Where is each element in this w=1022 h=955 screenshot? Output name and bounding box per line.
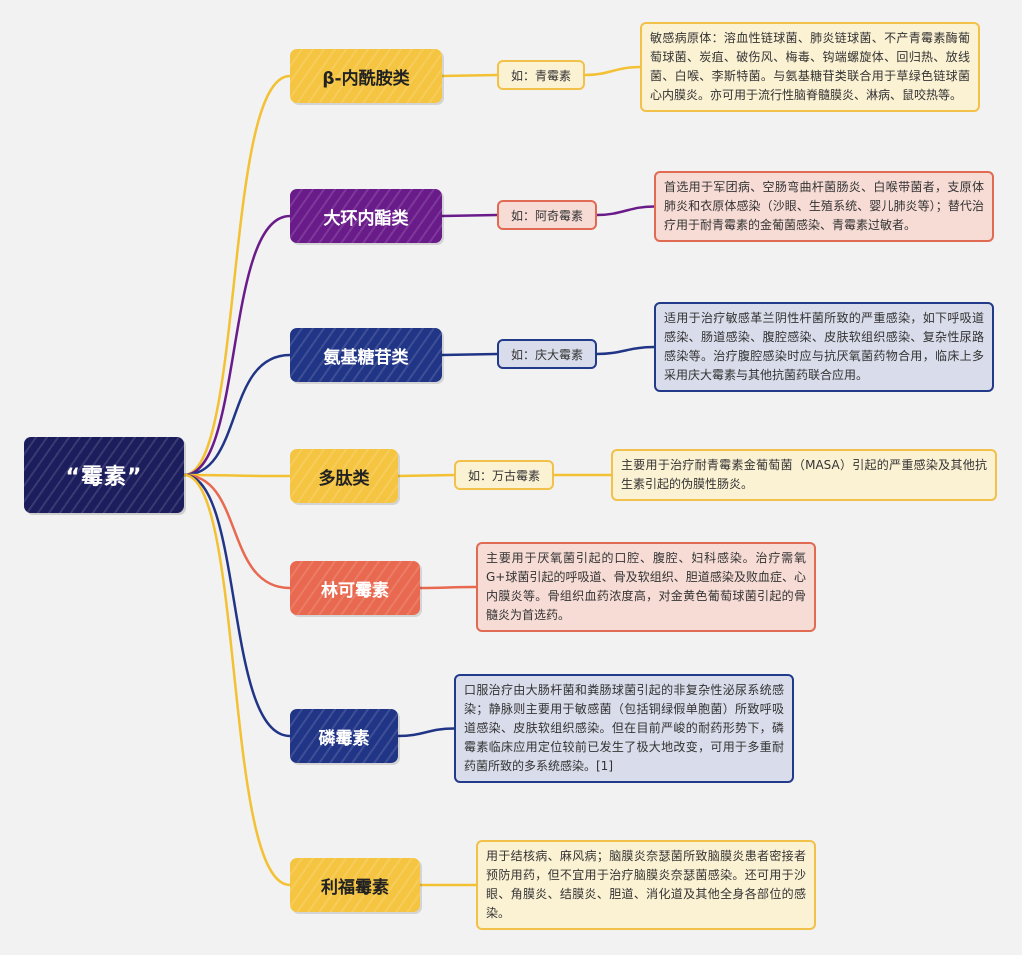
- example-gentamicin[interactable]: 如：庆大霉素: [497, 339, 597, 369]
- connector-root-polypeptide: [182, 473, 292, 478]
- desc-fosfomycin: 口服治疗由大肠杆菌和粪肠球菌引起的非复杂性泌尿系统感染；静脉则主要用于敏感菌（包…: [454, 674, 794, 783]
- connector-example-desc-beta-lactam: [583, 65, 642, 77]
- connector-branch-example-aminoglycoside: [440, 352, 499, 357]
- branch-macrolide[interactable]: 大环内酯类: [290, 189, 442, 243]
- connector-example-desc-macrolide: [595, 205, 656, 217]
- branch-lincomycin[interactable]: 林可霉素: [290, 561, 420, 615]
- root-node[interactable]: “霉素”: [24, 437, 184, 513]
- branch-rifamycin[interactable]: 利福霉素: [290, 858, 420, 912]
- example-penicillin[interactable]: 如：青霉素: [497, 60, 585, 90]
- connector-branch-example-macrolide: [440, 213, 499, 218]
- desc-lincomycin: 主要用于厌氧菌引起的口腔、腹腔、妇科感染。治疗需氧G+球菌引起的呼吸道、骨及软组…: [476, 542, 816, 632]
- connector-root-fosfomycin: [182, 473, 292, 738]
- connector-branch-example-beta-lactam: [440, 73, 499, 78]
- branch-polypeptide[interactable]: 多肽类: [290, 449, 398, 503]
- branch-aminoglycoside[interactable]: 氨基糖苷类: [290, 328, 442, 382]
- desc-rifamycin: 用于结核病、麻风病；脑膜炎奈瑟菌所致脑膜炎患者密接者预防用药，但不宜用于治疗脑膜…: [476, 840, 816, 930]
- connector-branch-desc-fosfomycin: [396, 727, 456, 738]
- connector-root-beta-lactam: [182, 74, 292, 477]
- connector-branch-example-polypeptide: [396, 473, 456, 478]
- connector-root-rifamycin: [182, 473, 292, 887]
- example-azithromycin[interactable]: 如：阿奇霉素: [497, 200, 597, 230]
- connector-root-lincomycin: [182, 473, 292, 590]
- connector-root-aminoglycoside: [182, 353, 292, 477]
- branch-beta-lactam[interactable]: β-内酰胺类: [290, 49, 442, 103]
- desc-macrolide: 首选用于军团病、空肠弯曲杆菌肠炎、白喉带菌者，支原体肺炎和衣原体感染（沙眼、生殖…: [654, 171, 994, 242]
- example-vancomycin[interactable]: 如：万古霉素: [454, 460, 554, 490]
- connector-example-desc-aminoglycoside: [595, 345, 656, 356]
- branch-fosfomycin[interactable]: 磷霉素: [290, 709, 398, 763]
- desc-aminoglycoside: 适用于治疗敏感革兰阴性杆菌所致的严重感染，如下呼吸道感染、肠道感染、腹腔感染、皮…: [654, 302, 994, 392]
- connector-root-macrolide: [182, 214, 292, 477]
- desc-polypeptide: 主要用于治疗耐青霉素金葡萄菌（MASA）引起的严重感染及其他抗生素引起的伪膜性肠…: [611, 449, 997, 501]
- connector-branch-desc-lincomycin: [418, 585, 478, 590]
- desc-beta-lactam: 敏感病原体：溶血性链球菌、肺炎链球菌、不产青霉素酶葡萄球菌、炭疽、破伤风、梅毒、…: [640, 22, 980, 112]
